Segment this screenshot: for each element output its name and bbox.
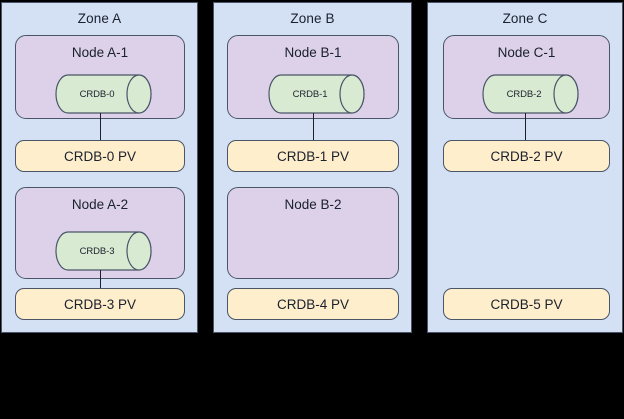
connector-crdb-2-to-pv [525, 113, 526, 141]
node-b-1-label: Node B-1 [284, 45, 342, 60]
zone-c-title: Zone C [502, 11, 548, 26]
database-label-crdb-2: CRDB-2 [506, 88, 542, 100]
zone-c-container: Zone C Node C-1 CRDB-2 CRDB-2 PV CRDB-5 … [427, 2, 623, 333]
connector-crdb-3-to-pv [100, 270, 101, 290]
pv-crdb-3[interactable]: CRDB-3 PV [15, 288, 185, 320]
database-cylinder-crdb-3[interactable]: CRDB-3 [55, 231, 165, 271]
node-a-1[interactable]: Node A-1 CRDB-0 [15, 35, 185, 119]
database-label-crdb-0: CRDB-0 [79, 88, 115, 100]
zone-b-container: Zone B Node B-1 CRDB-1 CRDB-1 PV Node B-… [213, 2, 412, 333]
cylinder-shape-icon [268, 74, 365, 114]
zone-a-container: Zone A Node A-1 CRDB-0 CRDB-0 PV Node A-… [1, 2, 198, 333]
node-a-2-label: Node A-2 [71, 197, 129, 212]
pv-crdb-4[interactable]: CRDB-4 PV [227, 288, 399, 320]
cylinder-shape-icon [55, 74, 152, 114]
pv-crdb-2[interactable]: CRDB-2 PV [443, 140, 610, 172]
database-label-crdb-3: CRDB-3 [79, 245, 115, 257]
zone-b-title: Zone B [290, 11, 335, 26]
connector-crdb-1-to-pv [313, 113, 314, 141]
cylinder-shape-icon [482, 74, 579, 114]
zone-a-title: Zone A [77, 11, 122, 26]
pv-crdb-1[interactable]: CRDB-1 PV [227, 140, 399, 172]
database-cylinder-crdb-0[interactable]: CRDB-0 [55, 74, 165, 114]
database-cylinder-crdb-2[interactable]: CRDB-2 [482, 74, 592, 114]
node-b-2[interactable]: Node B-2 [227, 187, 399, 279]
pv-crdb-5[interactable]: CRDB-5 PV [443, 288, 610, 320]
database-label-crdb-1: CRDB-1 [292, 88, 328, 100]
node-b-1[interactable]: Node B-1 CRDB-1 [227, 35, 399, 119]
node-c-1[interactable]: Node C-1 CRDB-2 [443, 35, 610, 119]
node-a-2[interactable]: Node A-2 CRDB-3 [15, 187, 185, 279]
pv-crdb-0[interactable]: CRDB-0 PV [15, 140, 185, 172]
node-a-1-label: Node A-1 [71, 45, 129, 60]
cylinder-shape-icon [55, 231, 152, 271]
connector-crdb-0-to-pv [100, 113, 101, 141]
database-cylinder-crdb-1[interactable]: CRDB-1 [268, 74, 378, 114]
node-c-1-label: Node C-1 [497, 45, 556, 60]
node-b-2-label: Node B-2 [284, 197, 342, 212]
